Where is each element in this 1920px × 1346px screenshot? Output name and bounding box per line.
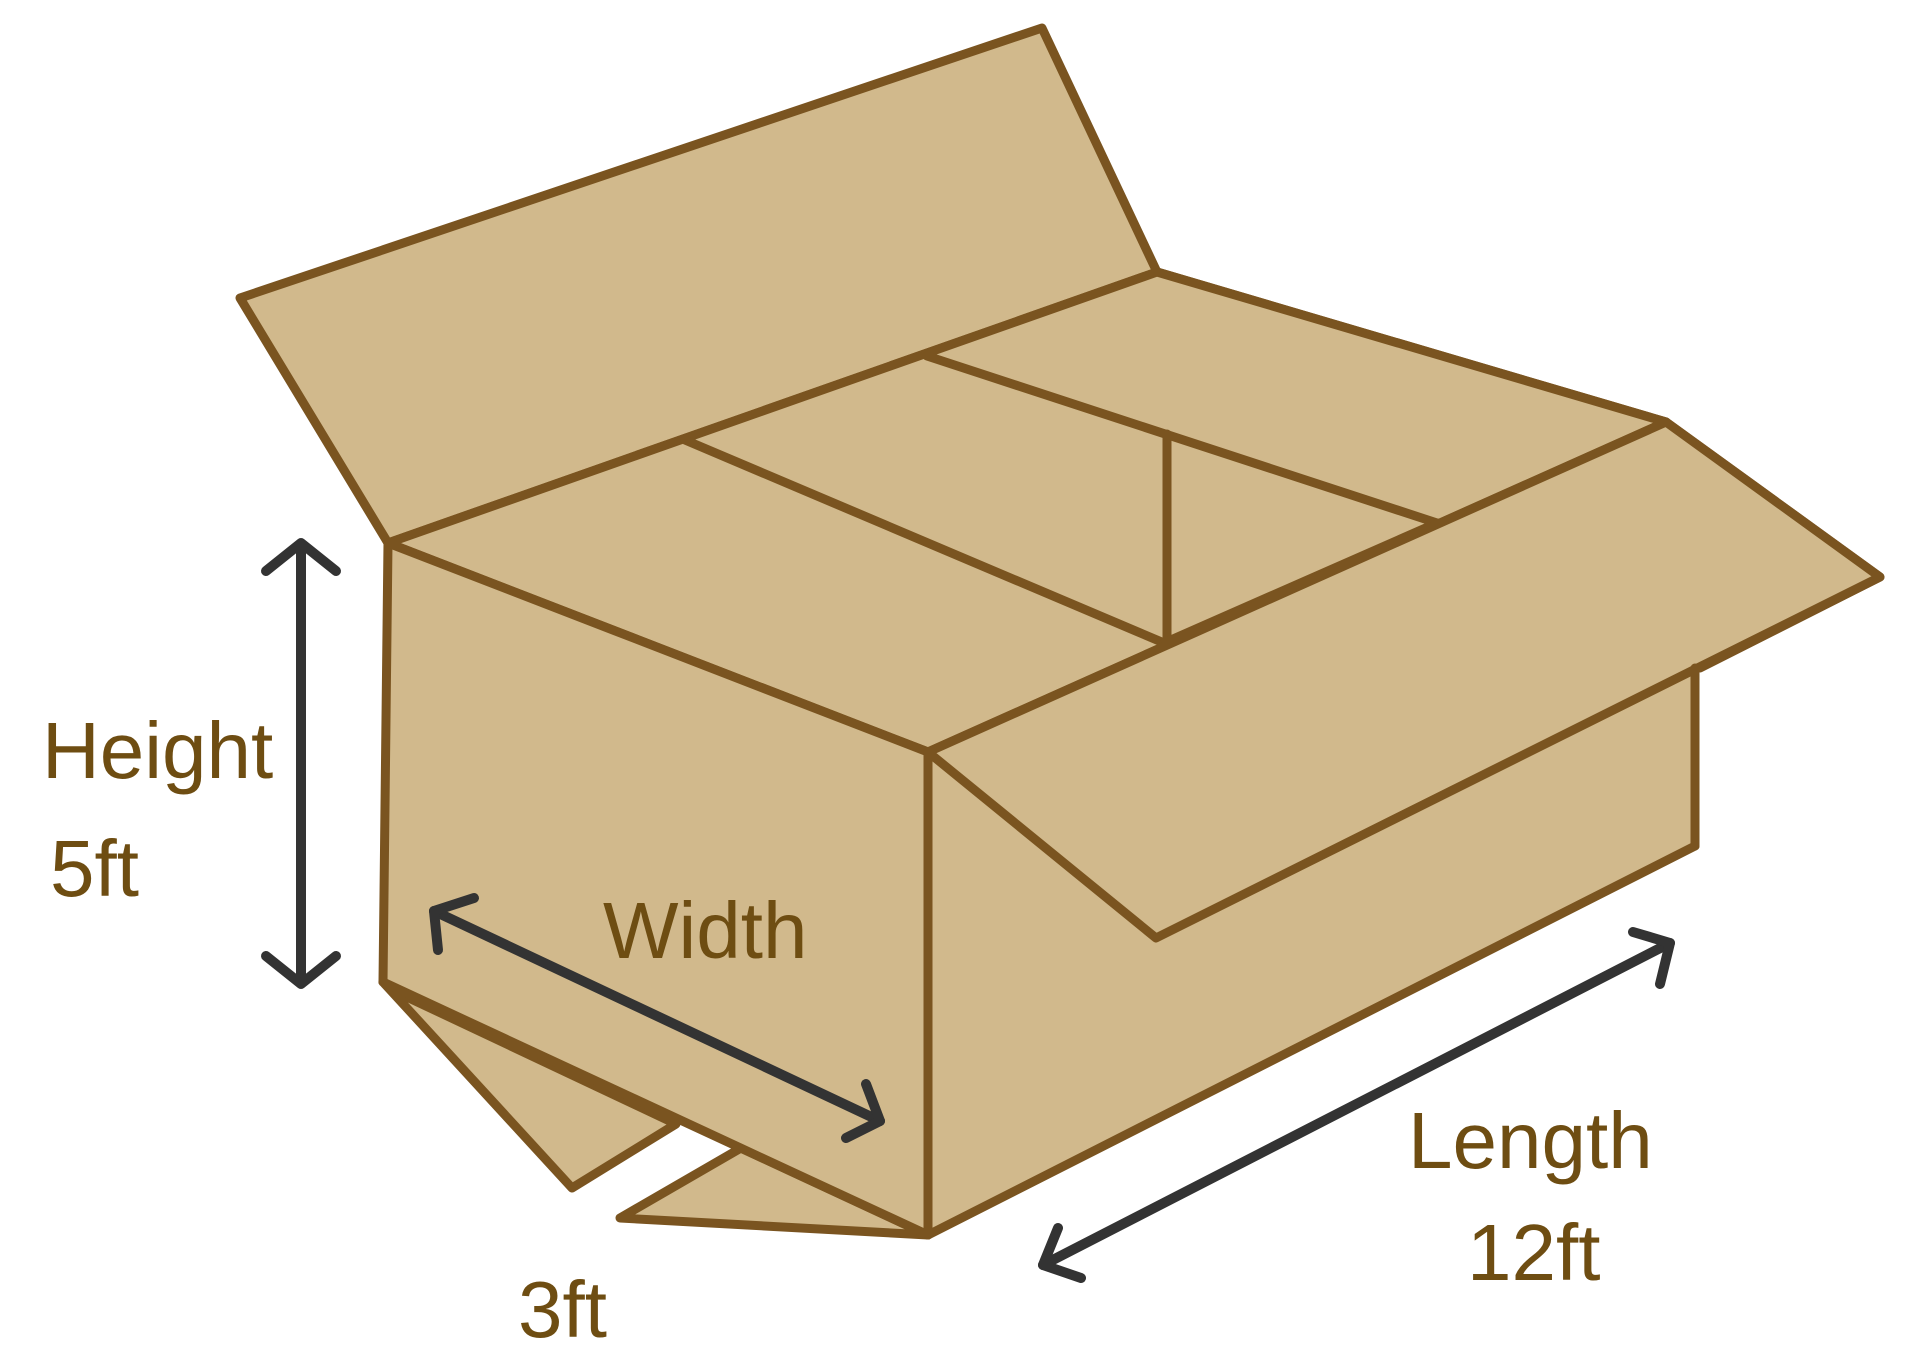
- length-arrow: [1038, 927, 1675, 1283]
- height-arrow: [261, 538, 341, 989]
- height-value: 5ft: [50, 824, 139, 913]
- side-top-flap: [923, 417, 1885, 943]
- length-value: 12ft: [1467, 1208, 1600, 1297]
- height-label: Height: [42, 706, 273, 795]
- inner-crease-1: [680, 435, 1169, 648]
- width-label: Width: [603, 886, 808, 975]
- width-value: 3ft: [518, 1265, 607, 1346]
- width-arrow: [429, 893, 885, 1143]
- inner-crease-2: [922, 351, 1442, 528]
- length-label: Length: [1408, 1096, 1653, 1185]
